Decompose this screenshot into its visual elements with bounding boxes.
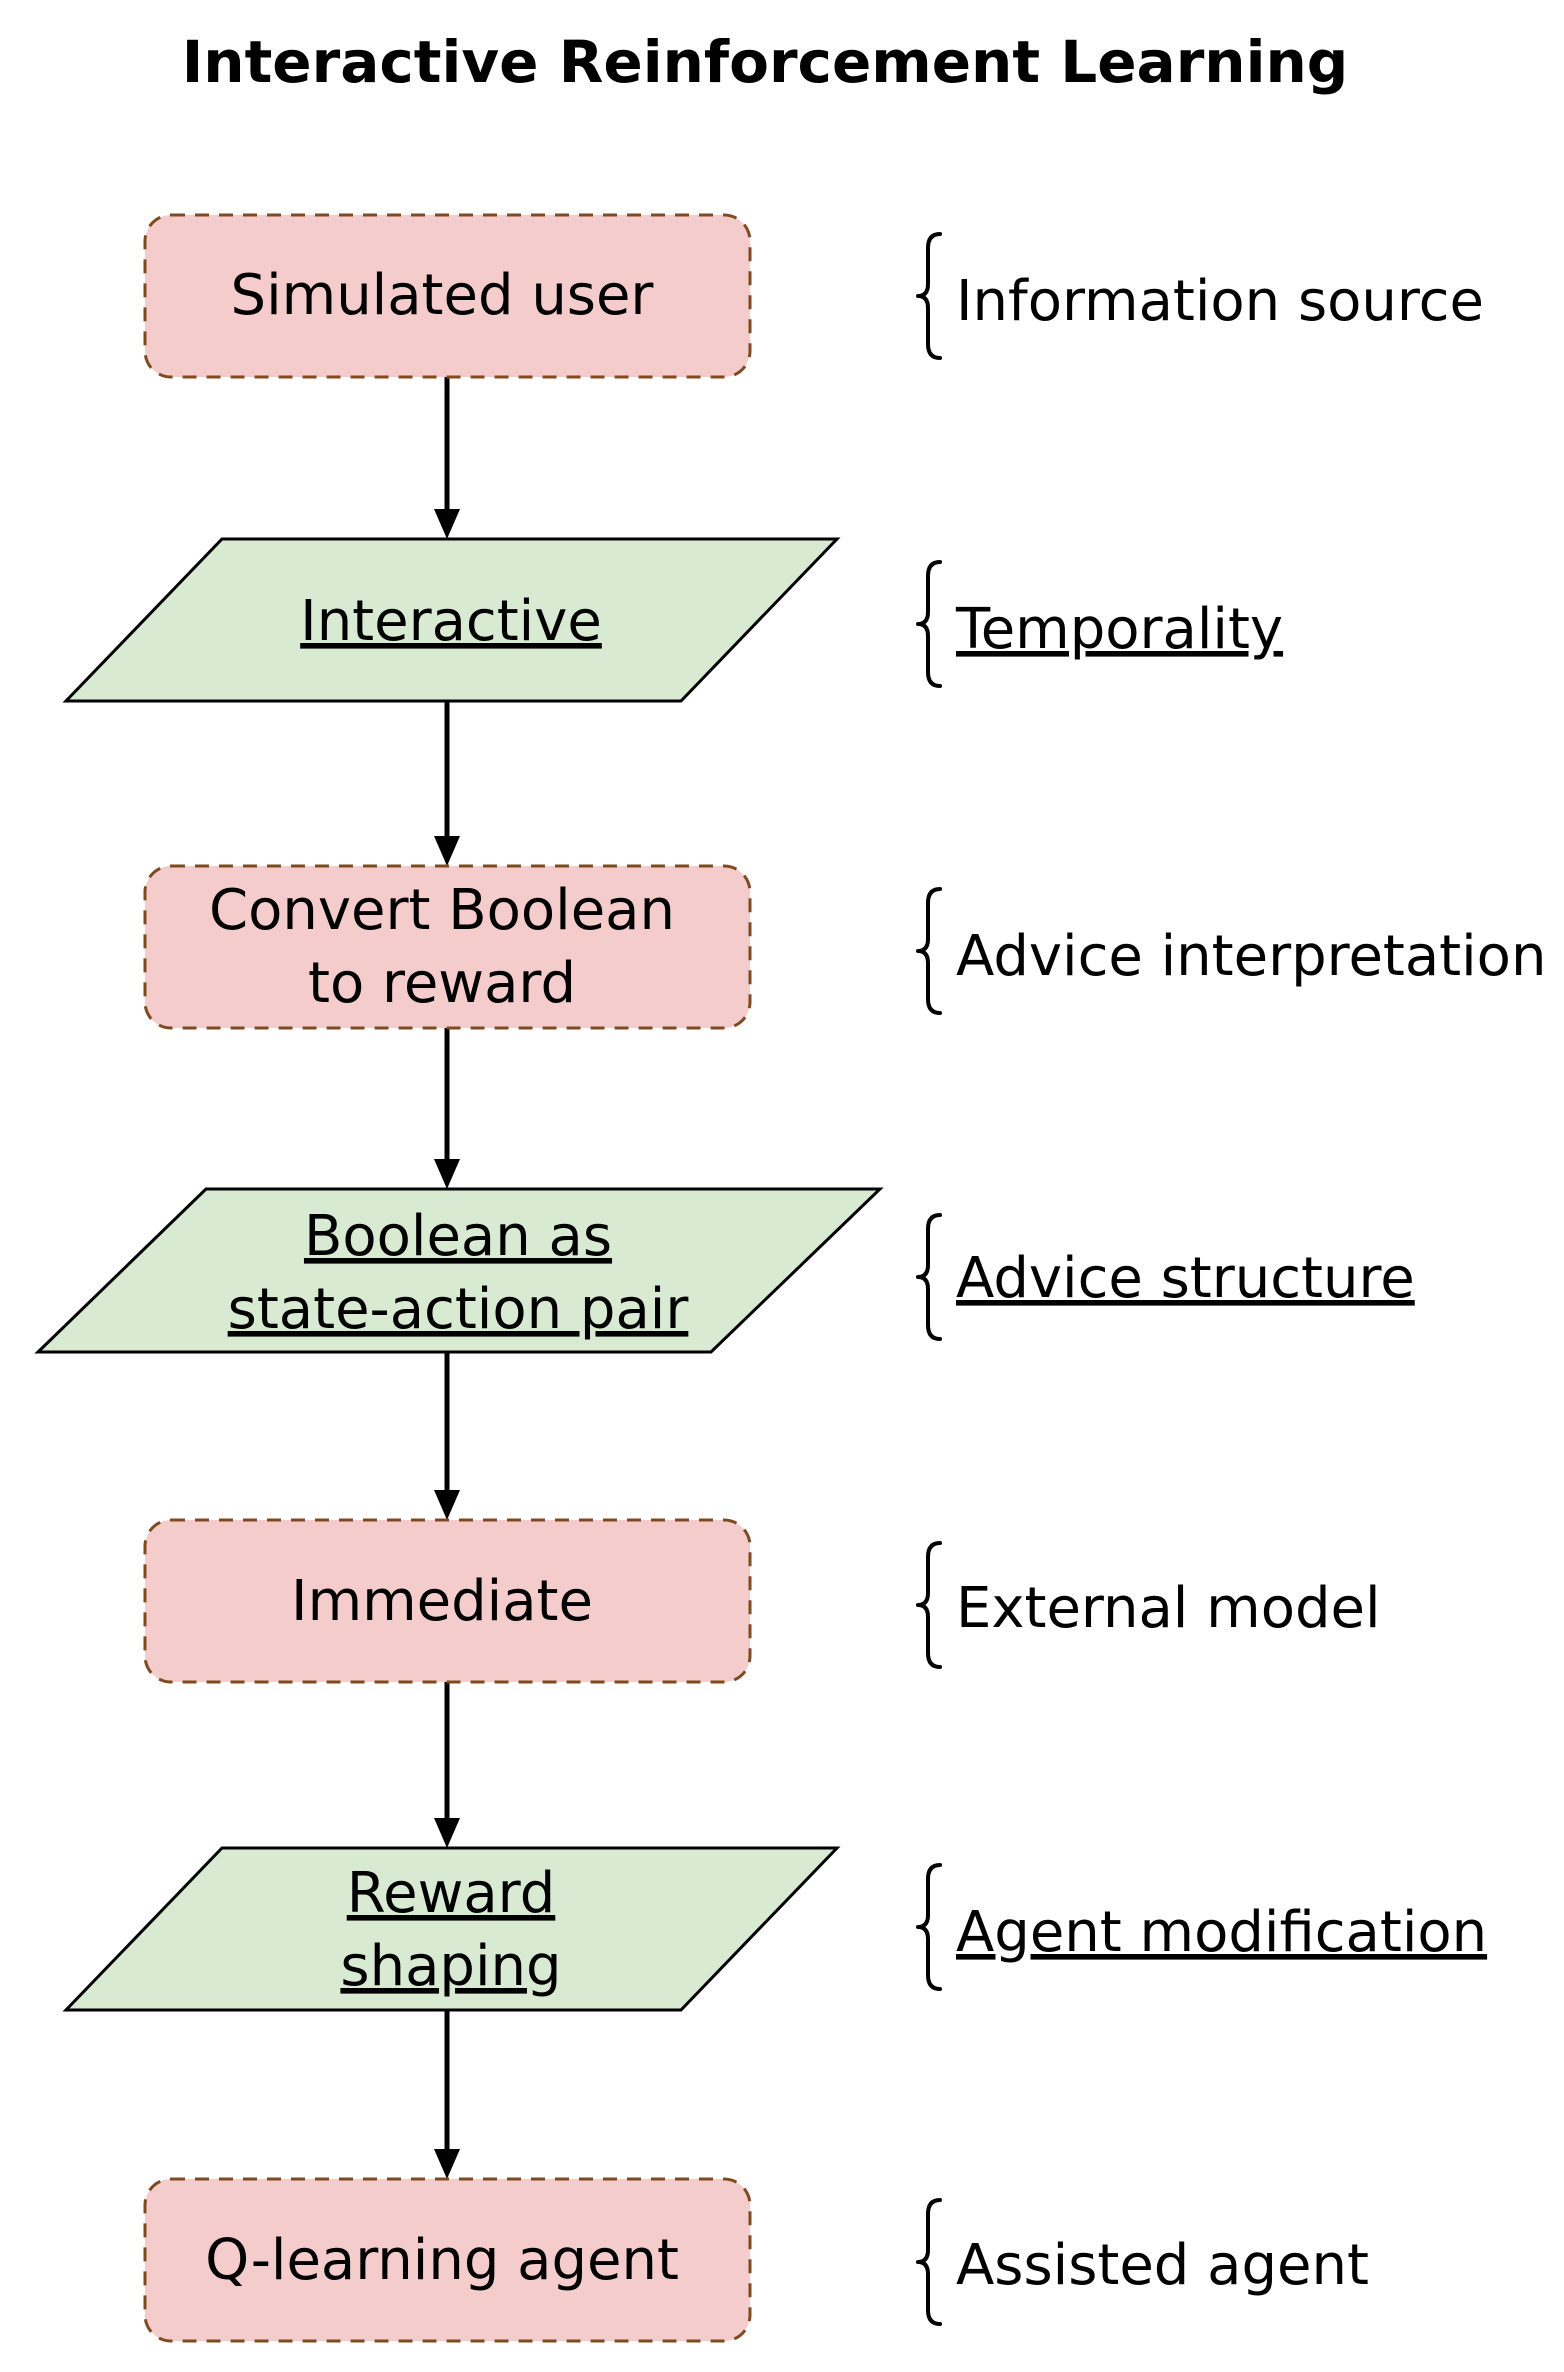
curly-brace-icon [916, 560, 942, 688]
curly-brace-icon [916, 1863, 942, 1991]
category-assisted-agent: Assisted agent [956, 2233, 1369, 2298]
arrowhead-icon [434, 836, 460, 866]
arrowhead-icon [434, 1490, 460, 1520]
node-interactive: Interactive [62, 537, 841, 703]
node-label: Immediate [291, 1569, 593, 1634]
node-label-line-1: Reward [347, 1861, 556, 1926]
node-label: Interactive [300, 589, 602, 654]
arrowhead-icon [434, 1159, 460, 1189]
node-label: Simulated user [231, 263, 655, 328]
curly-brace-icon [916, 232, 942, 360]
category-advice-structure: Advice structure [956, 1246, 1415, 1311]
arrowhead-icon [434, 1818, 460, 1848]
category-information-source: Information source [956, 269, 1484, 334]
node-reward-shaping: Reward shaping [62, 1846, 841, 2012]
curly-brace-icon [916, 1213, 942, 1341]
node-box [143, 864, 752, 1030]
node-convert-boolean-to-reward: Convert Boolean to reward [143, 864, 752, 1030]
node-q-learning-agent: Q-learning agent [143, 2177, 752, 2343]
node-label-line-1: Convert Boolean [209, 878, 675, 943]
arrowhead-icon [434, 509, 460, 539]
node-parallelogram [34, 1187, 884, 1354]
node-label-line-2: to reward [308, 951, 576, 1016]
arrowhead-icon [434, 2149, 460, 2179]
flow-arrows [434, 377, 460, 2179]
node-box [143, 1518, 752, 1684]
node-simulated-user: Simulated user [143, 213, 752, 379]
node-label-line-1: Boolean as [304, 1204, 612, 1269]
category-braces [916, 232, 942, 2326]
curly-brace-icon [916, 1541, 942, 1669]
curly-brace-icon [916, 2198, 942, 2326]
category-temporality: Temporality [955, 597, 1283, 662]
node-immediate: Immediate [143, 1518, 752, 1684]
node-parallelogram [62, 537, 841, 703]
node-box [143, 2177, 752, 2343]
category-advice-interpretation: Advice interpretation [956, 924, 1546, 989]
category-external-model: External model [956, 1576, 1381, 1641]
node-parallelogram [62, 1846, 841, 2012]
node-label-line-2: shaping [340, 1934, 561, 1999]
node-box [143, 213, 752, 379]
node-label: Q-learning agent [205, 2228, 679, 2293]
curly-brace-icon [916, 887, 942, 1015]
category-agent-modification: Agent modification [956, 1900, 1487, 1965]
node-label-line-2: state-action pair [228, 1277, 690, 1342]
diagram-title: Interactive Reinforcement Learning [182, 28, 1349, 96]
node-boolean-as-state-action-pair: Boolean as state-action pair [34, 1187, 884, 1354]
